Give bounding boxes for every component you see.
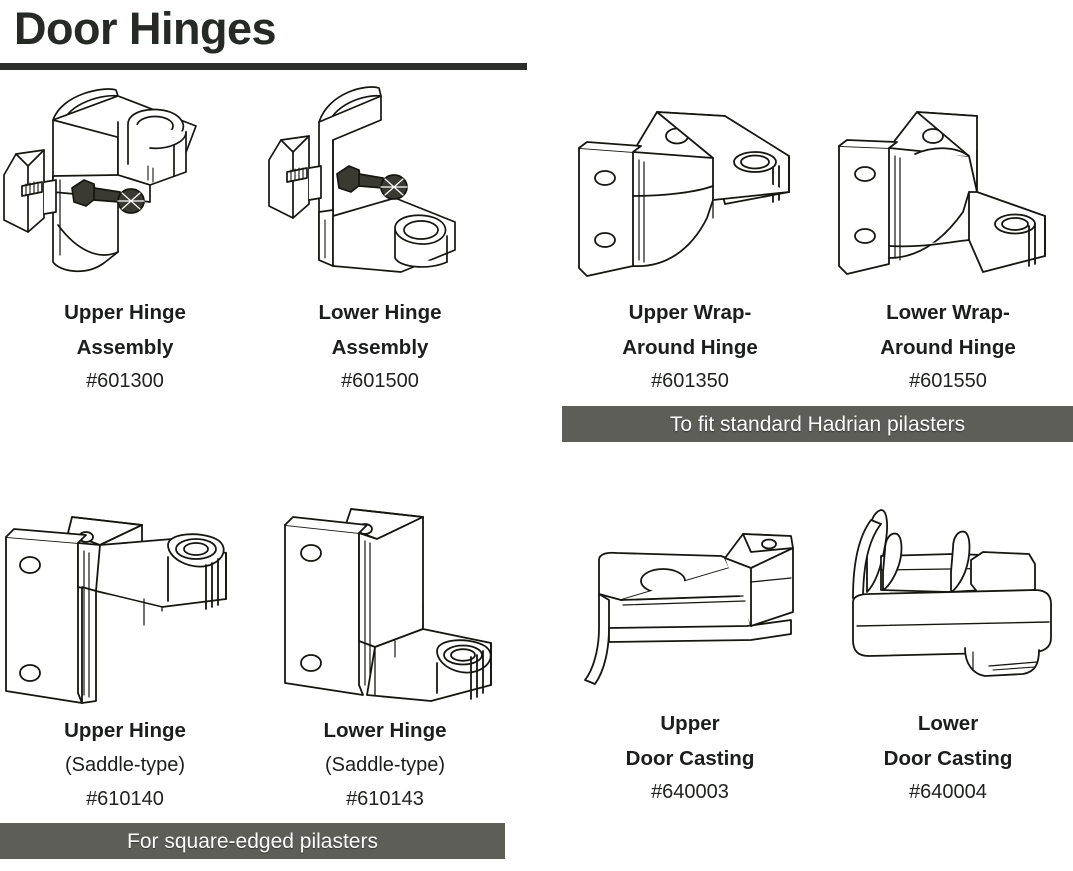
- part-number: #610143: [346, 788, 424, 810]
- caption-line: Door Casting: [625, 747, 755, 770]
- caption-line-secondary: (Saddle-type): [324, 754, 446, 776]
- product-lower-wrap-around-hinge: Lower Wrap- Around Hinge #601550: [823, 100, 1073, 392]
- product-upper-wrap-around-hinge: Upper Wrap- Around Hinge #601350: [565, 100, 815, 392]
- upper-door-casting-caption: Upper Door Casting #640003: [565, 706, 815, 808]
- upper-wrap-around-hinge-caption: Upper Wrap- Around Hinge #601350: [565, 295, 815, 397]
- lower-wrap-around-hinge-caption: Lower Wrap- Around Hinge #601550: [823, 295, 1073, 397]
- lower-wrap-around-hinge-drawing: [823, 100, 1073, 290]
- part-number: #601500: [341, 370, 419, 392]
- caption-line: Upper: [660, 712, 720, 735]
- upper-hinge-saddle-caption: Upper Hinge (Saddle-type) #610140: [0, 713, 250, 815]
- upper-hinge-assembly-drawing: [0, 80, 250, 290]
- part-number: #610140: [86, 788, 164, 810]
- lower-hinge-saddle-drawing: [255, 495, 515, 710]
- banner-text: For square-edged pilasters: [127, 829, 378, 853]
- lower-door-casting-drawing: [823, 498, 1073, 693]
- part-number: #601300: [86, 370, 164, 392]
- caption-line: Door Casting: [883, 747, 1013, 770]
- upper-door-casting-drawing: [565, 508, 815, 693]
- product-upper-hinge-saddle: Upper Hinge (Saddle-type) #610140: [0, 495, 250, 810]
- product-lower-hinge-assembly: Lower Hinge Assembly #601500: [255, 80, 505, 392]
- product-upper-hinge-assembly: Upper Hinge Assembly #601300: [0, 80, 250, 392]
- lower-hinge-assembly-drawing: [255, 80, 505, 290]
- caption-line: Assembly: [76, 336, 174, 359]
- part-number: #640003: [651, 781, 729, 803]
- part-number: #601350: [651, 370, 729, 392]
- title-divider: [0, 63, 527, 70]
- caption-line: Upper Wrap-: [628, 301, 752, 324]
- lower-hinge-assembly-caption: Lower Hinge Assembly #601500: [255, 295, 505, 397]
- product-lower-hinge-saddle: Lower Hinge (Saddle-type) #610143: [255, 495, 515, 810]
- caption-line: Around Hinge: [622, 336, 758, 359]
- caption-line: Lower Hinge: [323, 719, 447, 742]
- banner-text: To fit standard Hadrian pilasters: [669, 412, 966, 436]
- caption-line: Lower: [917, 712, 979, 735]
- part-number: #640004: [909, 781, 987, 803]
- page-title: Door Hinges: [14, 3, 277, 54]
- caption-line: Upper Hinge: [64, 301, 186, 324]
- upper-hinge-saddle-drawing: [0, 495, 250, 710]
- caption-line: Around Hinge: [880, 336, 1016, 359]
- upper-hinge-assembly-caption: Upper Hinge Assembly #601300: [0, 295, 250, 397]
- banner-square-edged-pilasters: For square-edged pilasters: [0, 823, 505, 859]
- lower-door-casting-caption: Lower Door Casting #640004: [823, 706, 1073, 808]
- part-number: #601550: [909, 370, 987, 392]
- banner-hadrian-pilasters: To fit standard Hadrian pilasters: [562, 406, 1073, 442]
- caption-line: Lower Wrap-: [886, 301, 1010, 324]
- lower-hinge-saddle-caption: Lower Hinge (Saddle-type) #610143: [255, 713, 515, 815]
- caption-line: Upper Hinge: [64, 719, 186, 742]
- caption-line: Assembly: [331, 336, 429, 359]
- caption-line: Lower Hinge: [318, 301, 442, 324]
- upper-wrap-around-hinge-drawing: [565, 100, 815, 290]
- product-upper-door-casting: Upper Door Casting #640003: [565, 508, 815, 803]
- caption-line-secondary: (Saddle-type): [64, 754, 186, 776]
- product-lower-door-casting: Lower Door Casting #640004: [823, 498, 1073, 803]
